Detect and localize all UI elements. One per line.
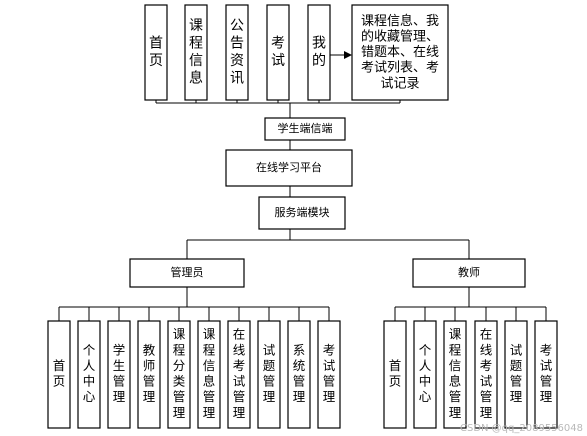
connector-lines	[58, 51, 547, 321]
teacher-module-5-label: 考试管理	[540, 342, 553, 404]
admin-module-9-box	[317, 320, 341, 429]
teacher-module-0-label: 首页	[389, 358, 402, 389]
top-module-notice: 公告资讯	[225, 4, 249, 101]
admin-module-7-label: 试题管理	[263, 342, 276, 404]
teacher-module-1-label: 个人中心	[419, 342, 432, 404]
online-platform: 在线学习平台	[225, 149, 353, 187]
admin-module-6: 在线考试管理	[227, 320, 251, 429]
admin-module-7: 试题管理	[257, 320, 281, 429]
role-teacher-label: 教师	[458, 266, 480, 279]
top-module-exam: 考试	[266, 4, 290, 101]
top-module-course-info-label: 课程信息	[189, 18, 203, 87]
teacher-module-4-label: 试题管理	[510, 342, 523, 404]
admin-module-5-label: 课程信息管理	[203, 327, 216, 420]
admin-module-8-box	[287, 320, 311, 429]
top-module-mine-label: 我的	[312, 35, 326, 69]
online-platform-box	[225, 149, 353, 187]
admin-module-2-label: 学生管理	[113, 342, 126, 404]
admin-module-8-label: 系统管理	[293, 342, 306, 404]
teacher-module-2-label: 课程信息管理	[449, 327, 462, 420]
admin-module-6-label: 在线考试管理	[233, 327, 246, 420]
role-admin-label: 管理员	[171, 265, 204, 279]
top-module-exam-label: 考试	[271, 35, 285, 69]
top-module-course-info-box	[184, 4, 208, 101]
online-platform-label: 在线学习平台	[256, 160, 322, 174]
admin-module-5: 课程信息管理	[197, 320, 221, 429]
teacher-module-3: 在线考试管理	[474, 320, 498, 429]
top-module-home-label: 首页	[149, 35, 163, 69]
top-module-mine-box	[307, 4, 331, 101]
student-portal: 学生端信端	[264, 117, 346, 141]
admin-module-1: 个人中心	[77, 320, 101, 429]
teacher-module-2-box	[443, 320, 467, 429]
admin-module-0: 首页	[47, 320, 71, 429]
teacher-module-3-label: 在线考试管理	[480, 327, 493, 420]
role-admin-box	[129, 258, 245, 288]
top-module-notice-box	[225, 4, 249, 101]
teacher-module-2: 课程信息管理	[443, 320, 467, 429]
role-teacher-box	[412, 258, 526, 288]
admin-module-0-box	[47, 320, 71, 429]
admin-module-5-box	[197, 320, 221, 429]
admin-module-0-label: 首页	[53, 358, 66, 389]
admin-module-3-box	[137, 320, 161, 429]
teacher-module-0: 首页	[383, 320, 407, 429]
admin-module-1-label: 个人中心	[83, 342, 96, 404]
server-module-label: 服务端模块	[275, 206, 330, 219]
teacher-module-3-box	[474, 320, 498, 429]
top-module-home: 首页	[144, 4, 168, 101]
admin-module-1-box	[77, 320, 101, 429]
admin-module-7-box	[257, 320, 281, 429]
top-module-course-info: 课程信息	[184, 4, 208, 101]
role-admin: 管理员	[129, 258, 245, 288]
top-module-home-box	[144, 4, 168, 101]
admin-module-4-label: 课程分类管理	[173, 327, 186, 420]
admin-module-4-box	[167, 320, 191, 429]
admin-module-2-box	[107, 320, 131, 429]
mine-detail: 课程信息、我的收藏管理、错题本、在线考试列表、考试记录	[351, 4, 449, 101]
admin-module-4: 课程分类管理	[167, 320, 191, 429]
admin-module-3-label: 教师管理	[143, 342, 156, 404]
student-portal-label: 学生端信端	[278, 121, 333, 135]
top-module-notice-label: 公告资讯	[230, 18, 244, 87]
role-teacher: 教师	[412, 258, 526, 288]
teacher-module-0-box	[383, 320, 407, 429]
teacher-module-1-box	[413, 320, 437, 429]
student-portal-box	[264, 117, 346, 141]
admin-module-6-box	[227, 320, 251, 429]
admin-module-2: 学生管理	[107, 320, 131, 429]
server-module-box	[258, 196, 346, 230]
admin-module-9: 考试管理	[317, 320, 341, 429]
mine-detail-label: 课程信息、我的收藏管理、错题本、在线考试列表、考试记录	[361, 13, 439, 91]
top-module-mine: 我的	[307, 4, 331, 101]
admin-module-3: 教师管理	[137, 320, 161, 429]
teacher-module-5: 考试管理	[534, 320, 558, 429]
teacher-module-1: 个人中心	[413, 320, 437, 429]
admin-module-8: 系统管理	[287, 320, 311, 429]
top-module-exam-box	[266, 4, 290, 101]
admin-module-9-label: 考试管理	[323, 342, 336, 404]
watermark: CSDN @qq_2089556048	[460, 423, 583, 434]
teacher-module-4: 试题管理	[504, 320, 528, 429]
mine-detail-box	[351, 4, 449, 101]
server-module: 服务端模块	[258, 196, 346, 230]
teacher-module-5-box	[534, 320, 558, 429]
teacher-module-4-box	[504, 320, 528, 429]
